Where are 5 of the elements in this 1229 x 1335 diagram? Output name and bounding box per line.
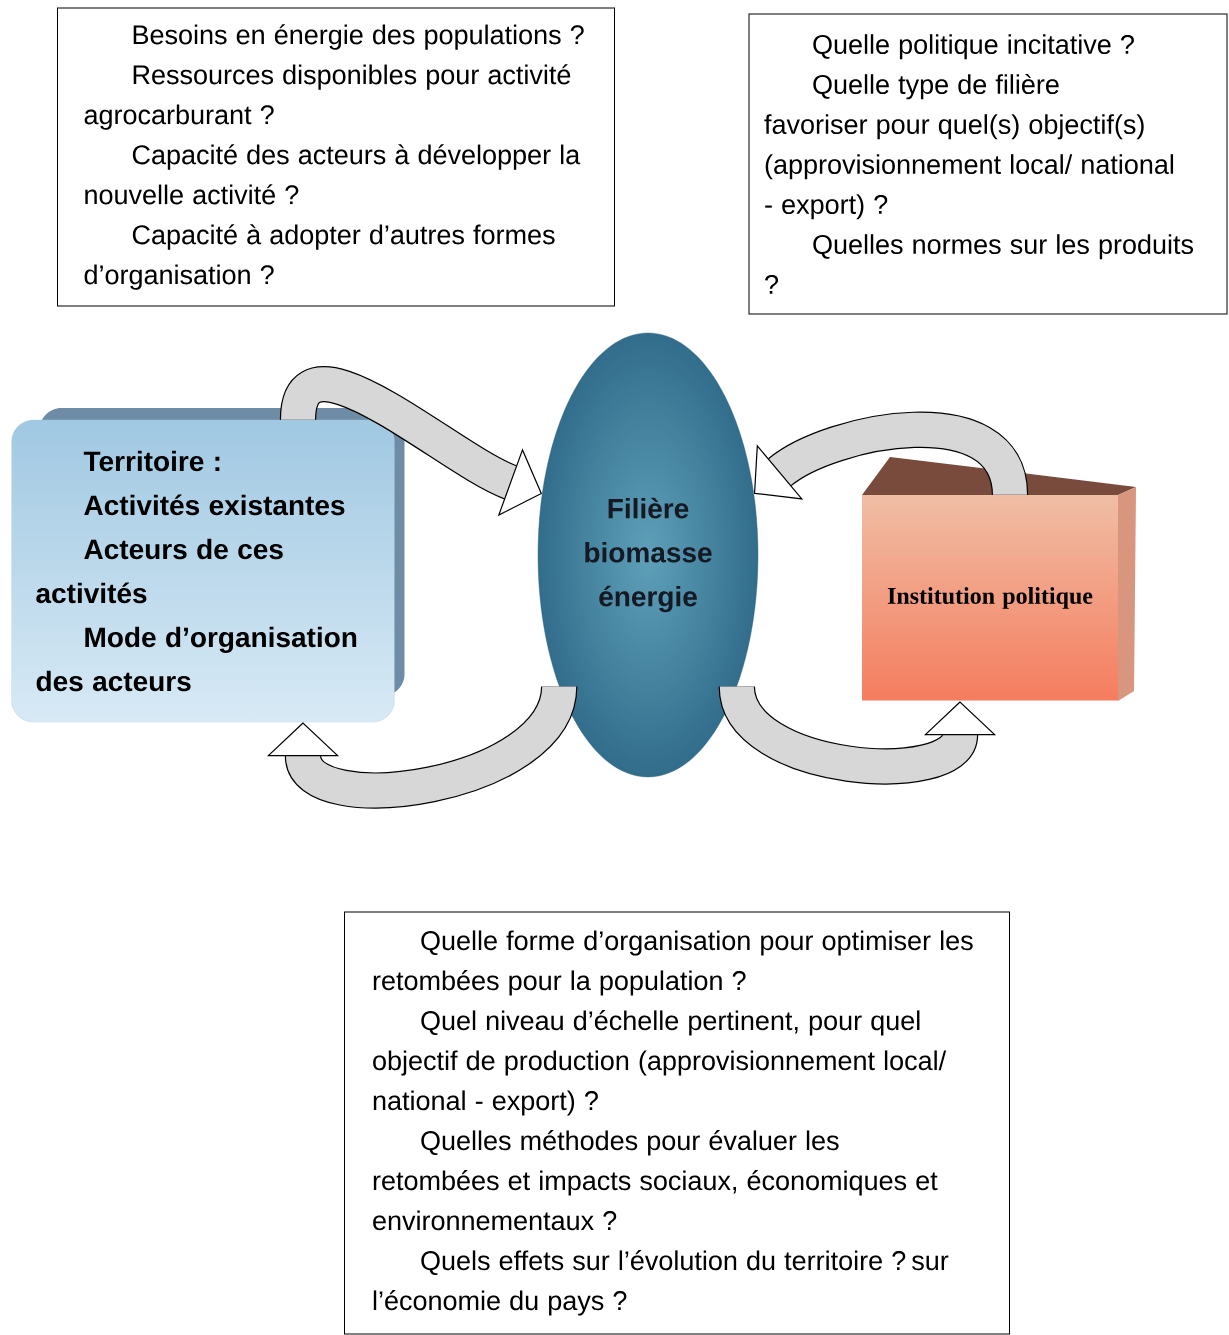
question-box: Quelle politique incitative ? Quelle type de filière favoriser pour quel(s) objectif(s) (approvisionnement local/ national - export) ? Quelles normes sur les produits ? <box>748 13 1228 315</box>
territory-box: Territoire : Activités existantes Acteurs de ces activités Mode d’organisation des acteurs <box>11 408 405 723</box>
institution-block: Institution politique <box>862 457 1136 701</box>
question-box: Quelle forme d’organisation pour optimiser les retombées pour la population ? Quel niveau d’échelle pertinent, pour quel objectif de production (approvisionnement local/ national - export) ? Quelles méthodes pour évaluer les retombées et impacts sociaux, économiques et environnementaux ? Quels effets sur l’évolution du territoire ? sur l’économie du pays ? <box>344 911 1010 1335</box>
question-box: Besoins en énergie des populations ? Ressources disponibles pour activité agrocarburant ? Capacité des acteurs à développer la nouvelle activité ? Capacité à adopter d’autres formes d’organisation ? <box>57 7 615 307</box>
